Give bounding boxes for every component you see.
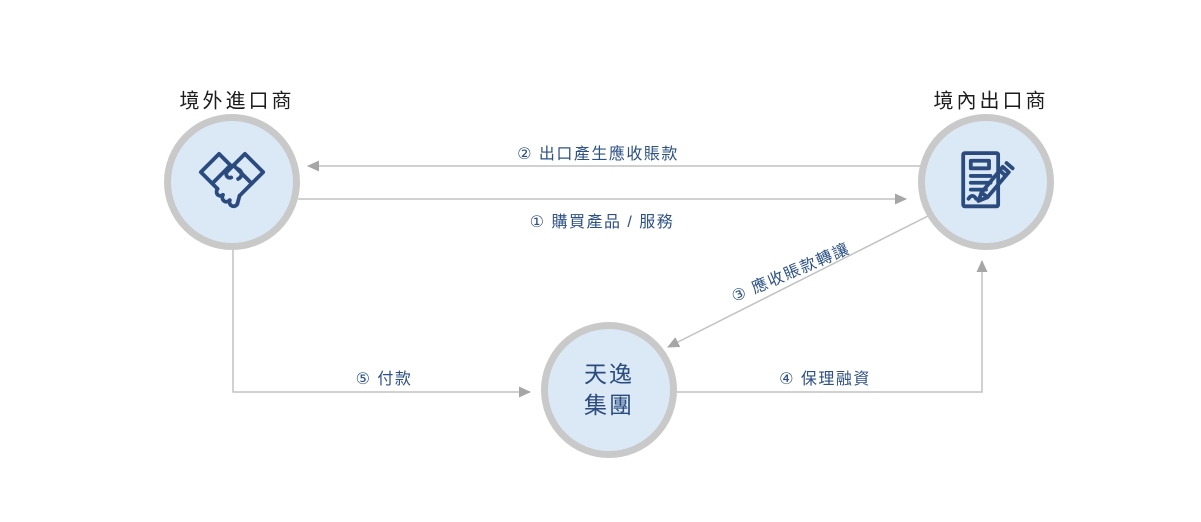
factor-name-line1: 天逸 (584, 361, 634, 387)
importer-node (164, 114, 300, 250)
importer-title: 境外進口商 (179, 90, 295, 113)
factor-node: 天逸 集團 (541, 322, 677, 458)
arrow-step5 (232, 248, 531, 398)
arrow-step4 (672, 260, 988, 393)
arrow-step3 (667, 215, 929, 348)
contract-pen-icon (961, 151, 1015, 209)
handshake-icon (198, 151, 266, 209)
exporter-node (918, 114, 1054, 250)
factor-name-line2: 集團 (584, 392, 634, 418)
factor-name: 天逸 集團 (584, 359, 634, 421)
flow-label-step5: ⑤ 付款 (355, 371, 413, 388)
flow-label-step2: ② 出口產生應收賬款 (517, 146, 679, 163)
flow-label-step1: ① 購買產品 / 服務 (529, 214, 675, 231)
exporter-title: 境內出口商 (933, 90, 1049, 113)
flow-label-step4: ④ 保理融資 (779, 371, 871, 388)
